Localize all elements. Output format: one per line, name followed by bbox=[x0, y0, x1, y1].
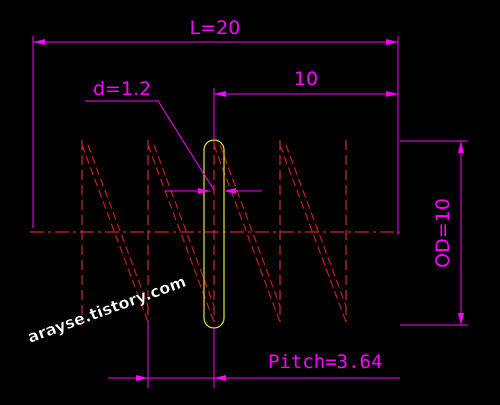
half-length-label: 10 bbox=[294, 68, 318, 90]
spring-coils bbox=[81, 144, 347, 323]
wire-diameter-label: d=1.2 bbox=[93, 78, 151, 100]
coil-guide-lines bbox=[81, 140, 347, 322]
half-length-dimension bbox=[213, 88, 398, 140]
pitch-dimension bbox=[108, 322, 400, 388]
pitch-label: Pitch=3.64 bbox=[268, 351, 382, 373]
outer-diameter-label: OD=10 bbox=[432, 198, 454, 268]
wire-diameter-dimension bbox=[85, 100, 262, 194]
outer-diameter-dimension bbox=[400, 140, 468, 326]
watermark-text: arayse.tistory.com bbox=[25, 272, 189, 347]
length-dimension bbox=[32, 36, 399, 235]
length-label: L=20 bbox=[190, 17, 241, 39]
